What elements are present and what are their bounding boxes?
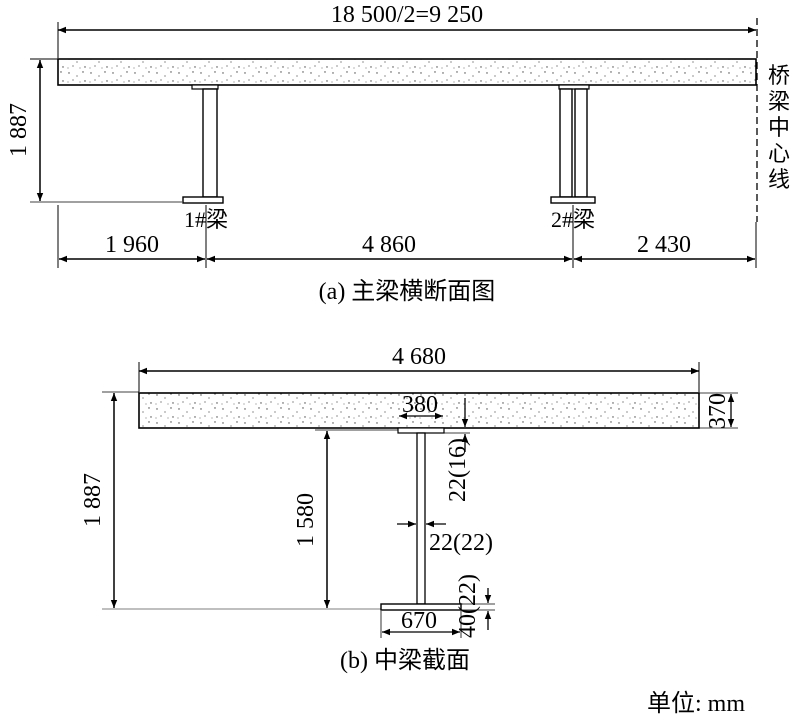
girder-1-web [202, 88, 218, 198]
girder-2-bottom-flange [550, 196, 596, 204]
bottom-flange-width-label: 670 [401, 608, 437, 634]
deck-slab-a [57, 58, 757, 86]
total-width-label: 18 500/2=9 250 [331, 2, 483, 28]
deck-thickness-label: 370 [705, 393, 731, 429]
girder-2 [550, 84, 596, 204]
centerline-char-4: 心 [768, 141, 790, 166]
girder-2-web-left [559, 88, 573, 198]
deck-width-label: 4 680 [392, 344, 446, 370]
span-2-label: 4 860 [362, 232, 416, 258]
units-label: 单位: mm [647, 690, 745, 717]
bottom-flange [380, 603, 462, 611]
girder-1-bottom-flange [182, 196, 224, 204]
caption-a: (a) 主梁横断面图 [319, 278, 496, 305]
centerline-char-2: 梁 [768, 89, 790, 114]
top-flange [397, 427, 445, 434]
girder-1 [182, 84, 224, 204]
span-1-label: 1 960 [105, 232, 159, 258]
caption-b: (b) 中梁截面 [340, 647, 470, 674]
girder-2-top-flange [558, 84, 590, 90]
deck-slab-b [138, 392, 700, 429]
centerline-char-3: 中 [768, 115, 790, 140]
web-thickness-label: 22(22) [429, 530, 493, 556]
web-height-label: 1 580 [293, 493, 319, 547]
centerline-char-5: 线 [768, 167, 790, 192]
total-height-label: 1 887 [80, 473, 106, 527]
span-3-label: 2 430 [637, 232, 691, 258]
bottom-flange-thickness-label: 40(22) [455, 574, 481, 638]
web [416, 432, 426, 605]
height-label-a: 1 887 [6, 103, 32, 157]
top-flange-width-label: 380 [402, 392, 438, 418]
top-flange-thickness-label: 22(16) [445, 438, 471, 502]
diagram-b-girder-section: 4 680 380 370 22(16) 22(22) 40(22) [80, 344, 738, 674]
centerline-char-1: 桥 [768, 63, 790, 88]
diagram-a-cross-section: 18 500/2=9 250 桥 梁 中 心 线 1 887 1#梁 2#梁 [6, 2, 790, 305]
girder-2-web-right [574, 88, 588, 198]
